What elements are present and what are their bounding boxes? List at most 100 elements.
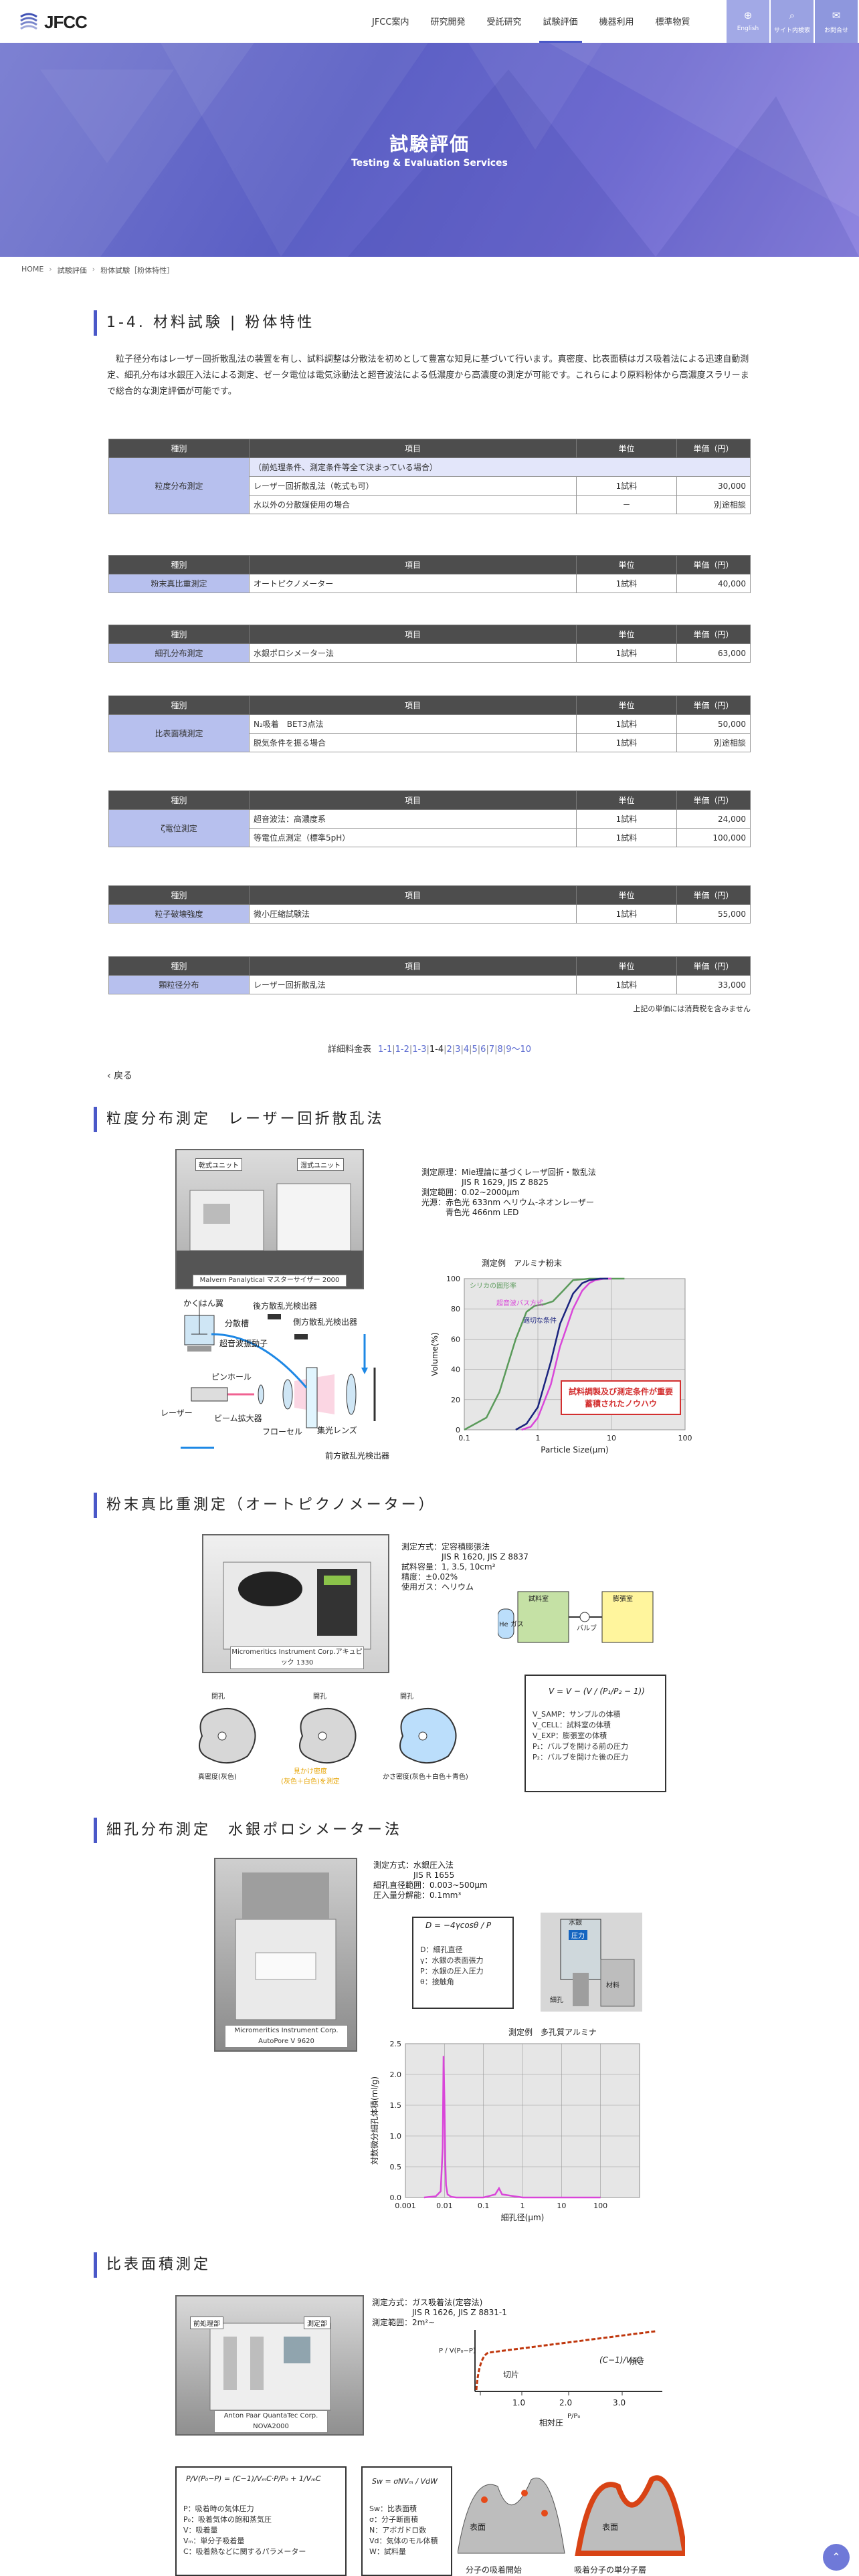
relative-pressure-formula: P∕P₀ <box>567 2413 581 2420</box>
x-tick-label: 1 <box>520 2202 525 2210</box>
pager-link-5[interactable]: 5 <box>472 1045 478 1055</box>
breadcrumb-current: 粉体試験［粉体特性］ <box>100 266 175 275</box>
chevron-up-icon: ⌃ <box>832 2551 841 2563</box>
y-tick-label: 0.0 <box>390 2193 402 2202</box>
tax-note: 上記の単価には消費税を含みません <box>633 1004 751 1013</box>
breadcrumb-home[interactable]: HOME <box>21 265 44 274</box>
pager-separator: | <box>392 1045 395 1055</box>
x-tick-label: 1 <box>536 1434 541 1442</box>
photo-nova: 前処理部 測定部 Anton Paar QuantaTec Corp. NOVA… <box>175 2295 364 2436</box>
pager-link-4[interactable]: 4 <box>463 1045 470 1055</box>
nav-contract[interactable]: 受託研究 <box>486 17 522 27</box>
site-search-button[interactable]: ⌕サイト内検索 <box>771 0 814 43</box>
pager-link-1-4: 1-4 <box>429 1045 444 1055</box>
scroll-top-button[interactable]: ⌃ <box>823 2544 850 2571</box>
pager-link-9～10[interactable]: 9～10 <box>506 1045 532 1055</box>
pager-link-8[interactable]: 8 <box>497 1045 503 1055</box>
laser-diagram <box>181 1301 376 1449</box>
breadcrumb: HOME › 試験評価 › 粉体試験［粉体特性］ <box>21 265 174 276</box>
pager-separator: | <box>469 1045 472 1055</box>
bet-spec: 測定方式：ガス吸着法(定容法) JIS R 1626, JIS Z 8831-1… <box>372 2298 507 2327</box>
section-title-density: 粉末真比重測定（オートピクノメーター） <box>94 1493 436 1518</box>
pager-link-3[interactable]: 3 <box>455 1045 461 1055</box>
header-buttons: ⊕English ⌕サイト内検索 ✉お問合せ <box>727 0 858 43</box>
bet-instrument-illustration <box>209 2323 331 2411</box>
series-label-2: 適切な条件 <box>523 1316 557 1325</box>
section-title-bet: 比表面積測定 <box>94 2252 211 2278</box>
chart2-title: 測定例 多孔質アルミナ <box>508 2028 597 2037</box>
laser-spec: 測定原理：Mie理論に基づくレーザ回折・散乱法 JIS R 1629, JIS … <box>421 1168 596 1217</box>
bet-plot <box>474 2330 662 2395</box>
bet-y-formula: P ∕ V(P₀−P) <box>439 2347 476 2355</box>
x-tick-label: 100 <box>593 2202 607 2210</box>
x-tick-label: 100 <box>678 1434 692 1442</box>
pager-separator: | <box>486 1045 489 1055</box>
jfcc-logo-icon <box>20 13 37 29</box>
porosimeter-spec: 測定方式：水銀圧入法 JIS R 1655 細孔直径範囲：0.003~500μm… <box>373 1860 488 1900</box>
y-tick-label: 2.5 <box>390 2040 402 2048</box>
sw-formula: Sw = σNVₘ ∕ VdW <box>372 2477 438 2486</box>
section-title-laser: 粒度分布測定 レーザー回折散乱法 <box>94 1107 385 1132</box>
search-icon: ⌕ <box>789 9 795 21</box>
bet-slope-formula: (C−1)∕VₘC <box>599 2355 642 2365</box>
density-spec: 測定方式：定容積膨張法 JIS R 1620, JIS Z 8837 試料容量：… <box>401 1542 529 1592</box>
series-label-1: 超音波バス方式 <box>496 1299 543 1307</box>
density-formula: V = V − (V ∕ (P₁∕P₂ − 1)) <box>549 1687 645 1696</box>
adsorption-illustration <box>458 2475 685 2556</box>
pager-link-1-1[interactable]: 1-1 <box>377 1045 393 1055</box>
series-line-0 <box>464 1277 625 1431</box>
pager-link-6[interactable]: 6 <box>480 1045 486 1055</box>
chevron-right-icon: › <box>92 265 96 274</box>
chevron-right-icon: › <box>49 265 52 274</box>
x-tick-label: 0.01 <box>436 2202 453 2210</box>
logo[interactable]: JFCC <box>19 12 88 33</box>
nav-about[interactable]: JFCC案内 <box>372 17 409 27</box>
nav-testing[interactable]: 試験評価 <box>533 0 589 43</box>
pager-link-7[interactable]: 7 <box>488 1045 495 1055</box>
density-formula-legend: V_SAMP：サンプルの体積 V_CELL：試料室の体積 V_EXP：膨張室の体… <box>524 1675 666 1792</box>
pager-link-1-3[interactable]: 1-3 <box>412 1045 427 1055</box>
breadcrumb-testing[interactable]: 試験評価 <box>57 266 87 275</box>
x-tick-label: 0.1 <box>458 1434 470 1442</box>
y-tick-label: 0 <box>456 1426 460 1434</box>
pycnometer-diagram <box>498 1591 654 1643</box>
y-tick-label: 100 <box>446 1275 460 1283</box>
pager-link-2[interactable]: 2 <box>446 1045 452 1055</box>
pager-separator: | <box>502 1045 506 1055</box>
pore-diagram <box>541 1913 642 2012</box>
bet-formula: P∕V(P₀−P) = (C−1)∕VₘC·P∕P₀ + 1∕VₘC <box>186 2474 321 2483</box>
y-tick-label: 0.5 <box>390 2163 402 2171</box>
x-axis-label: 細孔径(μm) <box>501 2213 545 2222</box>
nav-reference[interactable]: 標準物質 <box>655 17 690 27</box>
hero-banner: 試験評価 Testing & Evaluation Services <box>0 43 859 257</box>
washburn-legend: D：細孔直径 γ：水銀の表面張力 P：水銀の圧入圧力 θ：接触角 <box>412 1917 514 2009</box>
y-axis-label: Volume(%) <box>430 1332 440 1376</box>
photo-accupyc: Micromeritics Instrument Corp.アキュピック 133… <box>202 1534 389 1673</box>
pager-separator: | <box>452 1045 456 1055</box>
contact-button[interactable]: ✉お問合せ <box>815 0 858 43</box>
pager-separator: | <box>444 1045 447 1055</box>
nav-equipment[interactable]: 機器利用 <box>599 17 634 27</box>
photo-mastersizer: 乾式ユニット 湿式ユニット Malvern Panalytical マスターサイ… <box>175 1149 364 1289</box>
pycnometer-illustration <box>223 1562 371 1650</box>
global-nav: JFCC案内 研究開発 受託研究 試験評価 機器利用 標準物質 <box>361 0 701 43</box>
pager-separator: | <box>426 1045 430 1055</box>
pager-link-1-2[interactable]: 1-2 <box>395 1045 409 1055</box>
nav-research[interactable]: 研究開発 <box>430 17 466 27</box>
mail-icon: ✉ <box>832 9 841 21</box>
y-tick-label: 20 <box>451 1396 460 1404</box>
x-tick-label: 0.001 <box>395 2202 416 2210</box>
site-header: JFCC JFCC案内 研究開発 受託研究 試験評価 機器利用 標準物質 ⊕En… <box>0 0 859 43</box>
washburn-formula: D = −4γcosθ ∕ P <box>425 1921 492 1930</box>
pager-separator: | <box>494 1045 498 1055</box>
back-link[interactable]: ‹ 戻る <box>107 1071 133 1081</box>
series-label-0: シリカの固形率 <box>470 1281 516 1290</box>
english-button[interactable]: ⊕English <box>727 0 769 43</box>
